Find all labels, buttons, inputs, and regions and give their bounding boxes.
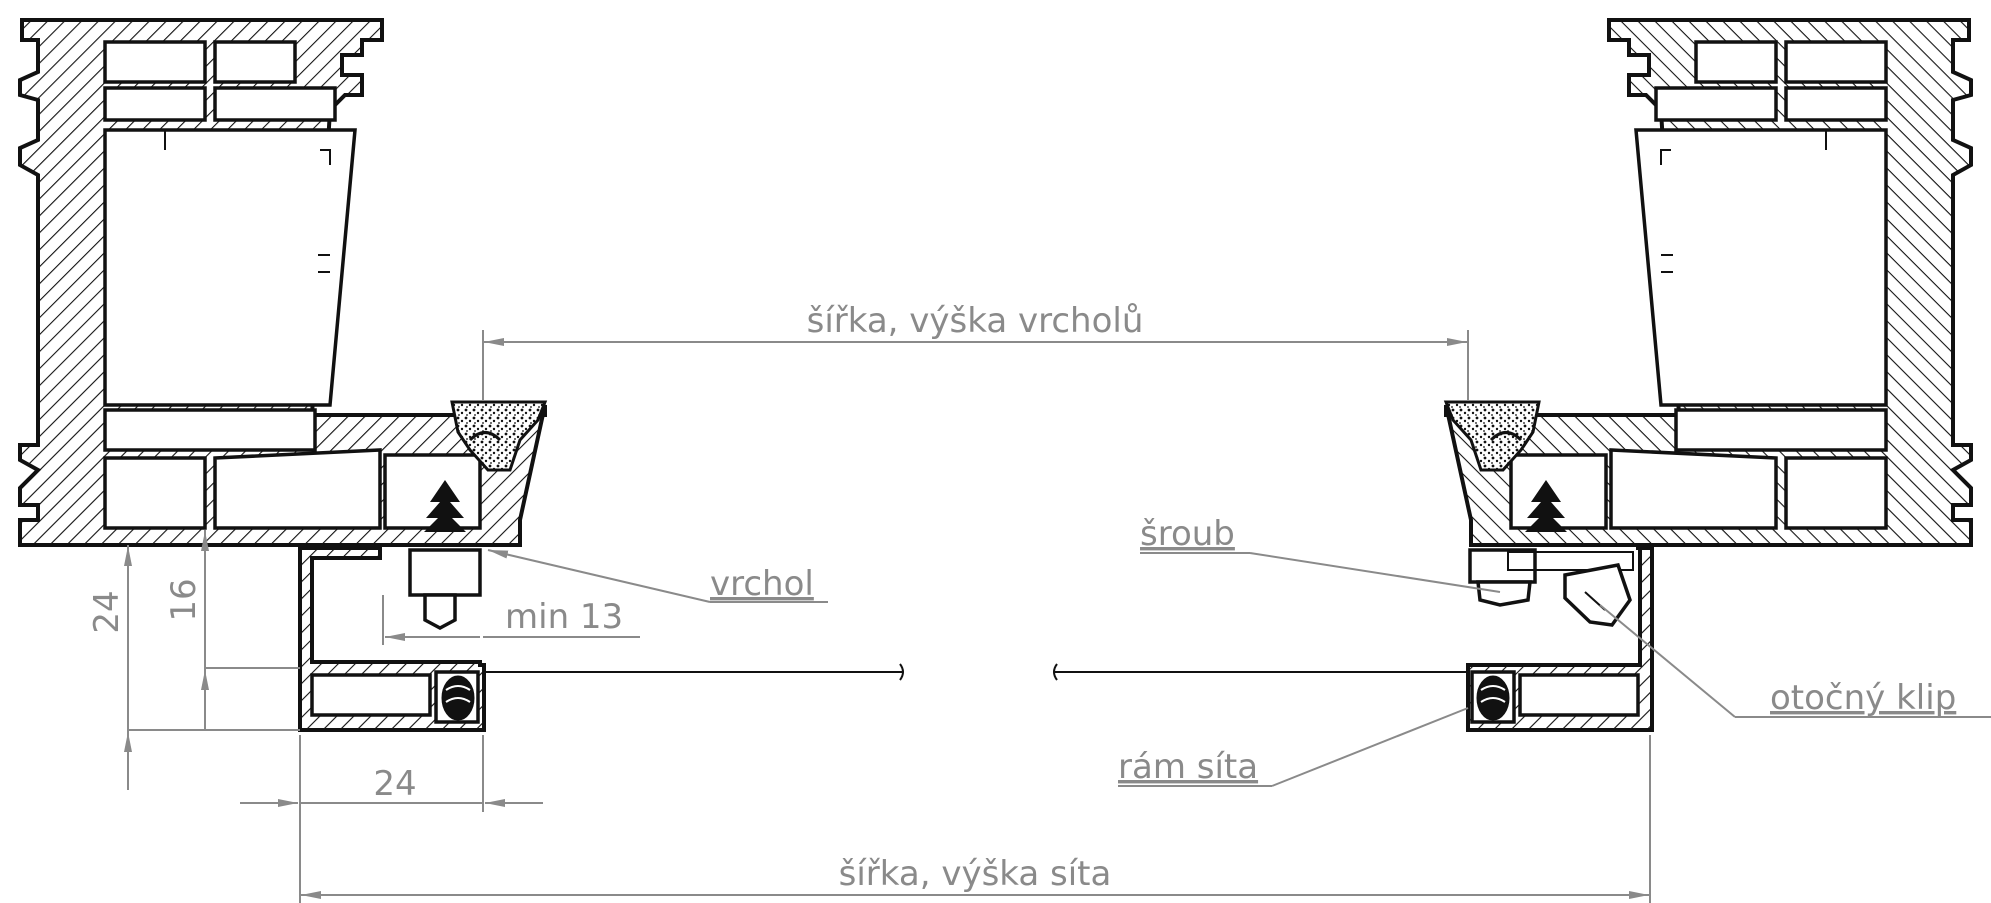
right-clip-assembly (1468, 548, 1634, 627)
label-dim-24-horizontal: 24 (373, 764, 416, 804)
label-dim-16-vertical: 16 (164, 578, 204, 621)
label-vrchol: vrchol (710, 564, 814, 604)
right-window-profile (1443, 18, 1973, 547)
label-width-height-tops: šířka, výška vrcholů (807, 301, 1144, 341)
right-mesh-frame (1466, 546, 1654, 732)
label-ram-sita: rám síta (1118, 747, 1258, 787)
left-mesh-frame (298, 546, 486, 732)
dimension-lines (124, 330, 1991, 903)
label-otocny-klip: otočný klip (1770, 678, 1956, 718)
label-width-height-mesh: šířka, výška síta (839, 854, 1112, 894)
rotating-clip (1563, 562, 1632, 627)
left-window-profile (18, 18, 548, 630)
label-min13: min 13 (505, 597, 623, 637)
label-dim-24-vertical: 24 (87, 590, 127, 633)
left-gasket (450, 400, 548, 472)
label-sroub: šroub (1140, 514, 1235, 554)
left-screw-icon (424, 480, 466, 532)
